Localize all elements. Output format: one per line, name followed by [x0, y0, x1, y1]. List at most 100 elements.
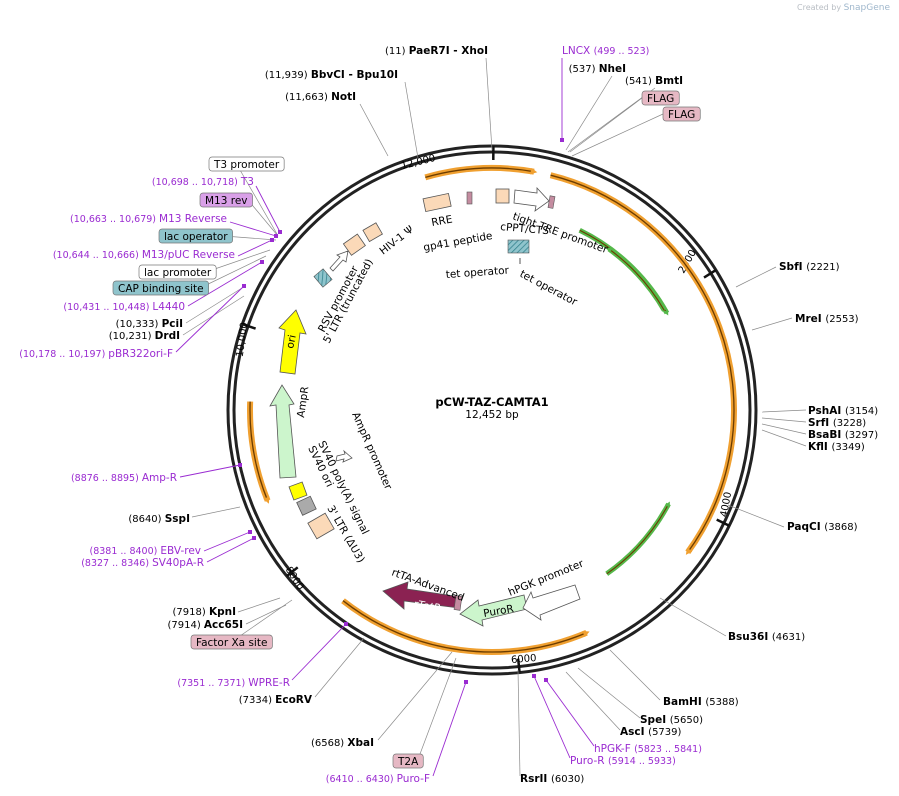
primer-mark	[270, 238, 274, 242]
primer-label: (8876 .. 8895) Amp-R	[71, 472, 177, 484]
feature-box	[112, 280, 209, 296]
tre-promoter-arrow	[513, 186, 550, 212]
rsv-promoter-box	[313, 268, 333, 288]
ltr3-box	[307, 512, 335, 540]
primer-mark	[464, 680, 468, 684]
inner-features	[269, 186, 581, 627]
tick-label: 10,000	[235, 322, 251, 358]
site-label: SpeI (5650)	[640, 714, 703, 726]
snapgene-credit: Created by SnapGene	[797, 3, 890, 13]
feature-box-label: FLAG	[647, 93, 674, 105]
tick-mark	[703, 269, 717, 279]
tet-operator-label-1: tet operator	[445, 265, 510, 281]
leader-line	[175, 285, 245, 353]
tick-mark	[716, 518, 730, 527]
leader-line	[517, 669, 521, 777]
leader-line	[761, 409, 807, 413]
hiv-psi-label: HIV-1 Ψ	[377, 224, 416, 258]
primer-label: (6410 .. 6430) Puro-F	[326, 773, 430, 785]
site-label: BsaBI (3297)	[808, 429, 878, 441]
ltr5-box	[342, 233, 366, 256]
primer-mark	[544, 678, 548, 682]
leader-line	[185, 287, 243, 324]
feature-box	[158, 228, 233, 244]
feature-box-label: M13 rev	[205, 195, 248, 207]
rtetr-end-box	[453, 595, 463, 611]
cds-arc-right-core	[550, 174, 735, 555]
site-label: (11,939) BbvCI - Bpu10I	[265, 69, 398, 81]
cds-arc-left-core	[249, 401, 270, 504]
leader-line	[751, 317, 793, 331]
leader-line	[247, 199, 279, 237]
primer-mark	[242, 284, 246, 288]
leader-line	[255, 185, 281, 233]
primer-mark	[252, 536, 256, 540]
backbone-inner	[232, 150, 752, 670]
site-label: (11) PaeR7I - XhoI	[385, 45, 488, 57]
leader-line	[571, 113, 664, 157]
tre-small-box	[547, 195, 556, 209]
feature-labels: RSV promoter 5' LTR (truncated) HIV-1 Ψ …	[284, 211, 610, 620]
rre-label: RRE	[430, 213, 453, 229]
leader-line	[377, 651, 453, 741]
site-label: (8640) SspI	[128, 513, 190, 525]
feature-box	[190, 634, 273, 650]
gp41-label: gp41 peptide	[422, 230, 493, 254]
site-label: MreI (2553)	[795, 313, 859, 325]
label-layer: (11) PaeR7I - XhoI (11,939) BbvCI - Bpu10…	[19, 45, 878, 785]
primer-mark	[560, 138, 564, 142]
feature-box-label: CAP binding site	[118, 283, 204, 295]
leader-line	[761, 423, 807, 435]
primer-label: (8381 .. 8400) EBV-rev	[89, 545, 201, 557]
plasmid-name: pCW-TAZ-CAMTA1	[435, 395, 548, 409]
ori-label: ori	[284, 334, 299, 350]
ori-arrow	[278, 309, 307, 375]
rtetr-label: rTetR	[412, 598, 441, 615]
site-label: (10,231) DrdI	[109, 330, 180, 342]
cds-arc-top-core	[425, 167, 538, 179]
primer-label: (10,178 .. 10,197) pBR322ori-F	[19, 348, 173, 360]
ampr-arrow	[269, 384, 297, 479]
site-label: (7914) Acc65I	[167, 619, 243, 631]
feature-box-label: T3 promoter	[213, 159, 280, 171]
leader-line	[359, 103, 389, 157]
site-label: RsrII (6030)	[520, 773, 584, 785]
leader-line	[199, 255, 267, 289]
feature-box-label: lac operator	[164, 231, 228, 243]
site-label: (7334) EcoRV	[239, 694, 313, 706]
tick-mark	[516, 658, 521, 673]
green-arc-1	[605, 502, 671, 576]
leader-line	[727, 504, 785, 528]
site-label: SbfI (2221)	[779, 261, 840, 273]
feature-box	[208, 156, 285, 172]
green-arc-3	[607, 246, 667, 312]
tick-label: 6000	[511, 653, 537, 666]
ampr-label: AmpR	[295, 386, 311, 419]
primer-label: (10,431 .. 10,448) L4440	[63, 301, 185, 313]
primer-label: Puro-R (5914 .. 5933)	[570, 755, 676, 767]
leader-line	[567, 87, 656, 153]
site-label: KflI (3349)	[808, 441, 865, 453]
leader-line	[203, 531, 251, 552]
hpgk-arrow	[522, 584, 581, 621]
leader-line	[314, 637, 365, 698]
ampr-promoter-label: AmpR promoter	[349, 410, 394, 492]
cppt-label: cPPT/CTS	[500, 221, 550, 237]
leader-line	[761, 429, 807, 447]
site-label: AscI (5739)	[620, 726, 682, 738]
rtetr-arrow	[382, 581, 462, 610]
leader-line	[419, 657, 457, 755]
primer-label: (10,644 .. 10,666) M13/pUC Reverse	[53, 249, 235, 261]
leader-line	[191, 506, 241, 518]
site-label: BamHI (5388)	[663, 696, 739, 708]
leader-line	[577, 667, 641, 719]
leader-line	[545, 679, 595, 747]
snapgene-logo-text: SnapGene	[843, 3, 890, 13]
leader-line	[761, 417, 807, 423]
leader-line	[206, 537, 255, 563]
leader-line	[432, 681, 467, 777]
credit-text: Created by	[797, 3, 842, 12]
leader-line	[187, 261, 263, 307]
leader-line	[609, 649, 661, 701]
